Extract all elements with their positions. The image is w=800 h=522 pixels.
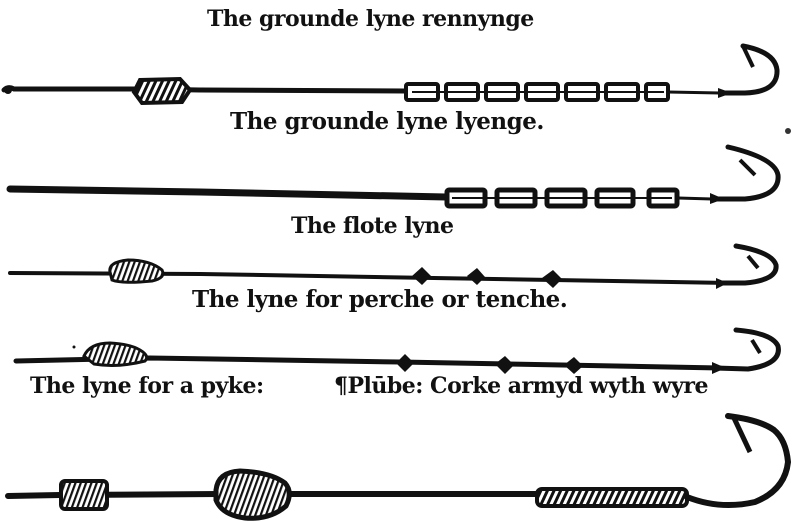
float-icon bbox=[108, 258, 165, 284]
shot-weight-icon bbox=[412, 267, 562, 288]
sinker-icon bbox=[131, 76, 193, 106]
hook-icon bbox=[684, 413, 792, 508]
wire-wrap-icon bbox=[535, 487, 689, 508]
caption-pyke: The lyne for a pyke: bbox=[30, 373, 264, 399]
hook-icon bbox=[717, 43, 780, 98]
chain-icon bbox=[404, 82, 670, 102]
chain-icon bbox=[444, 187, 680, 209]
ink-speck bbox=[785, 128, 791, 134]
caption-grounde-lyne-lyenge: The grounde lyne lyenge. bbox=[230, 108, 544, 135]
caption-flote-lyne: The flote lyne bbox=[291, 213, 454, 239]
line-5-pyke bbox=[5, 413, 792, 521]
float-icon bbox=[82, 341, 149, 367]
line-3-flote-lyne bbox=[8, 243, 779, 289]
hook-icon bbox=[709, 144, 781, 204]
cork-float-small-icon bbox=[59, 479, 109, 511]
caption-grounde-lyne-rennynge: The grounde lyne rennynge bbox=[207, 6, 534, 32]
hook-icon bbox=[712, 327, 781, 374]
hook-icon bbox=[715, 243, 779, 289]
caption-plumbe-note: ¶Plūbe: Corke armyd wyth wyre bbox=[334, 373, 709, 399]
cork-float-large-icon bbox=[213, 468, 292, 521]
line-1-grounde-lyne-rennynge bbox=[1, 43, 780, 106]
line-2-grounde-lyne-lyenge bbox=[6, 128, 791, 209]
caption-perche-tenche: The lyne for perche or tenche. bbox=[192, 286, 568, 313]
line-4-perche-tenche bbox=[13, 327, 781, 374]
shot-weight-icon bbox=[396, 354, 583, 374]
